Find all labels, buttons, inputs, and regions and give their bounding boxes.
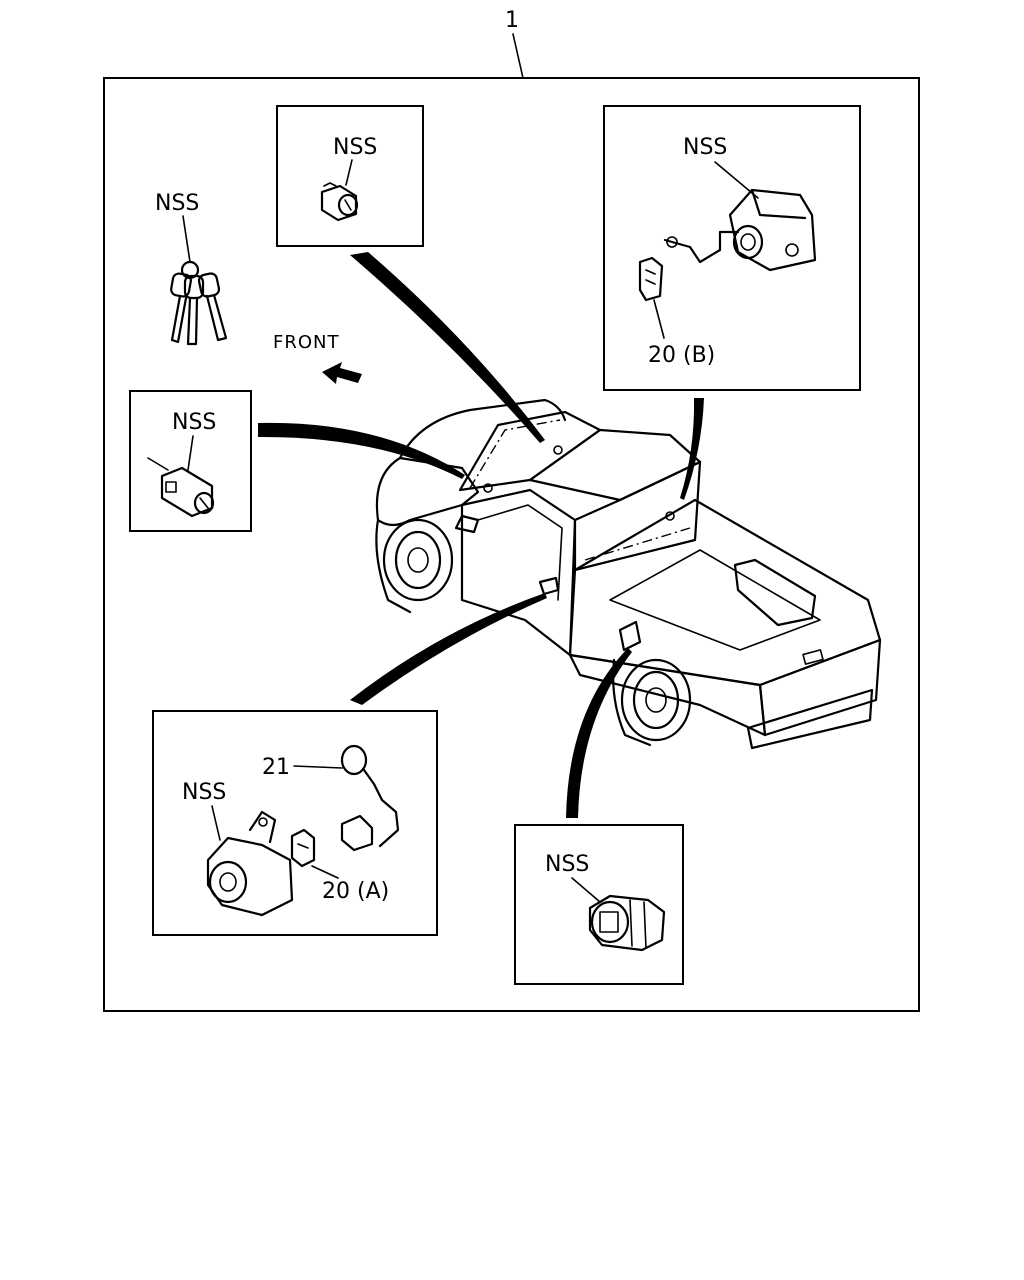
assembly-ref-number: 1: [505, 8, 519, 33]
door-wire-ref: 21: [262, 755, 290, 780]
door-lock-callout: NSS 21 20 (A): [152, 710, 438, 936]
fuel-lid-lock-box: [514, 824, 684, 985]
keys-label: NSS: [155, 191, 199, 216]
keys-part: NSS: [155, 191, 228, 346]
leader-ignition: [258, 422, 465, 479]
door-switch-icon: [290, 828, 316, 868]
leader-roof-lock: [350, 252, 545, 443]
leader-door-lock: [350, 593, 547, 705]
fuel-lid-lock-callout: NSS: [514, 824, 684, 985]
roof-lock-box: [276, 105, 424, 247]
leader-fuel-lid: [566, 648, 632, 818]
keys-leader-line: [182, 215, 191, 263]
ignition-label: NSS: [172, 410, 216, 435]
wire-harness-icon: [340, 744, 400, 852]
door-sub-ref: 20 (A): [322, 879, 389, 904]
tailgate-lock-box: [603, 105, 861, 391]
tailgate-lock-callout: NSS 20 (B): [603, 105, 861, 391]
door-lock-cylinder-icon: [206, 810, 294, 917]
tailgate-lock-assembly-icon: [638, 188, 817, 302]
ignition-box: [129, 390, 252, 532]
ignition-callout: NSS: [129, 390, 252, 532]
front-direction-label: FRONT: [273, 332, 340, 353]
key-ring-icon: [170, 260, 228, 346]
fuel-lid-cylinder-icon: [588, 894, 666, 952]
lock-cylinder-icon: [320, 182, 359, 222]
roof-lock-label: NSS: [333, 135, 377, 160]
assembly-leader-line: [512, 33, 524, 79]
leader-tailgate: [680, 398, 704, 500]
fuel-lid-lock-label: NSS: [545, 852, 589, 877]
tailgate-lock-label: NSS: [683, 135, 727, 160]
front-arrow-icon: [322, 362, 362, 384]
pickup-truck-illustration: [375, 398, 882, 750]
ignition-cylinder-icon: [147, 457, 215, 518]
leader-bands: [258, 252, 704, 818]
door-lock-box: [152, 710, 438, 936]
assembly-frame: [103, 77, 920, 1012]
door-lock-label: NSS: [182, 780, 226, 805]
tailgate-sub-ref: 20 (B): [648, 343, 715, 368]
roof-lock-callout: NSS: [276, 105, 424, 247]
